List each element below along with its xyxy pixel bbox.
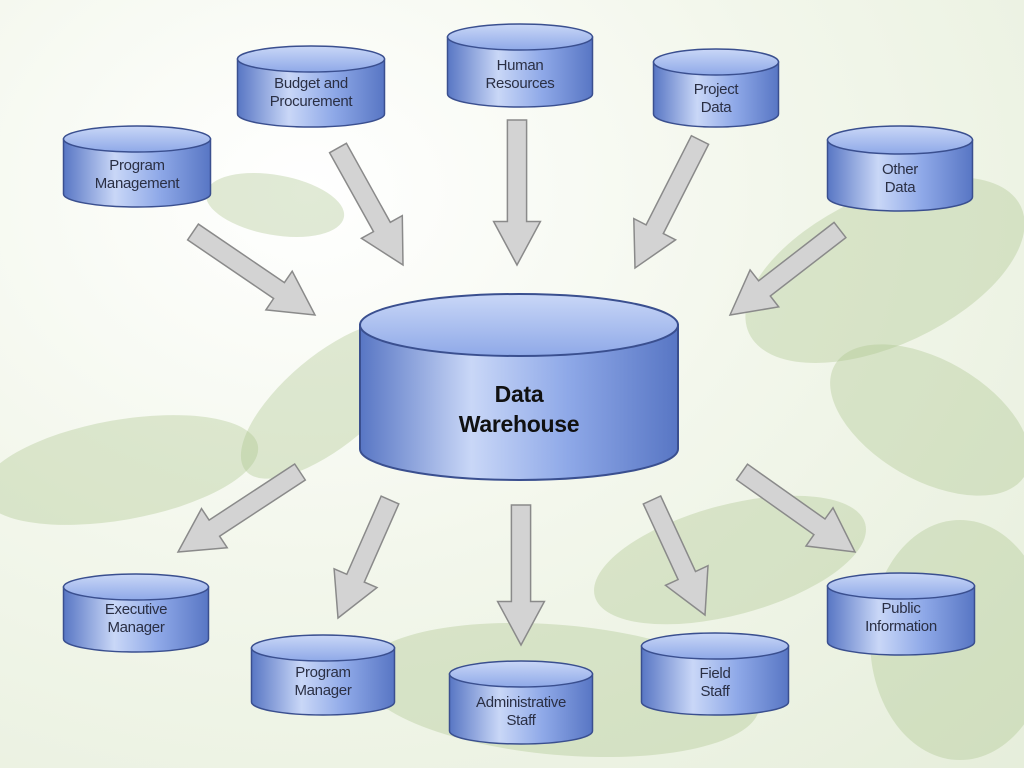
public-information-label: Public Information [865, 600, 937, 635]
data-warehouse-cylinder: Data Warehouse [358, 293, 680, 481]
budget-and-procurement-label: Budget and Procurement [269, 75, 353, 110]
arrow-program-management-to-warehouse [186, 223, 317, 316]
executive-manager-label: Executive Manager [104, 601, 168, 636]
background-leaf [0, 415, 259, 525]
arrow-warehouse-to-program-manager [333, 495, 400, 620]
administrative-staff-label: Administrative Staff [476, 694, 566, 729]
cylinder-body [359, 324, 679, 481]
arrow-human-resources-to-warehouse [492, 119, 542, 267]
background-leaf [205, 173, 345, 237]
cylinder-shape [62, 573, 210, 653]
arrow-other-data-to-warehouse [728, 221, 847, 316]
cylinder-top [359, 293, 679, 357]
arrow-warehouse-to-executive-manager [176, 462, 307, 553]
cylinder-body [826, 585, 976, 656]
program-manager-cylinder: Program Manager [250, 634, 396, 716]
arrow-warehouse-to-public-information [735, 463, 857, 553]
cylinder-top [640, 632, 790, 660]
cylinder-shape [826, 125, 974, 212]
background-leaf [745, 177, 1024, 363]
cylinder-top [448, 660, 594, 688]
field-staff-cylinder: Field Staff [640, 632, 790, 716]
cylinder-shape [448, 660, 594, 745]
cylinder-shape [359, 293, 679, 481]
other-data-label: Other Data [881, 161, 918, 196]
administrative-staff-cylinder: Administrative Staff [448, 660, 594, 745]
arrow-warehouse-to-field-staff [642, 495, 709, 617]
field-staff-label: Field Staff [699, 665, 731, 700]
cylinder-shape [640, 632, 790, 716]
arrow-budget-to-warehouse [328, 142, 404, 267]
cylinder-shape [652, 48, 780, 128]
cylinder-body [62, 586, 210, 653]
cylinder-shape [236, 45, 386, 128]
arrow-project-data-to-warehouse [633, 134, 710, 270]
cylinder-shape [826, 572, 976, 656]
cylinder-top [62, 573, 210, 601]
executive-manager-cylinder: Executive Manager [62, 573, 210, 653]
cylinder-body [826, 139, 974, 212]
background-leaf [830, 344, 1024, 496]
cylinder-shape [250, 634, 396, 716]
cylinder-body [250, 647, 396, 716]
cylinder-top [826, 572, 976, 600]
project-data-label: Project Data [693, 81, 739, 116]
cylinder-body [448, 673, 594, 745]
human-resources-label: Human Resources [485, 57, 555, 92]
cylinder-top [446, 23, 594, 51]
project-data-cylinder: Project Data [652, 48, 780, 128]
other-data-cylinder: Other Data [826, 125, 974, 212]
cylinder-body [640, 645, 790, 716]
data-warehouse-label: Data Warehouse [458, 381, 580, 437]
public-information-cylinder: Public Information [826, 572, 976, 656]
arrow-warehouse-to-administrative-staff [496, 504, 546, 647]
human-resources-cylinder: Human Resources [446, 23, 594, 108]
cylinder-body [62, 138, 212, 208]
cylinder-body [652, 61, 780, 128]
cylinder-shape [62, 125, 212, 208]
cylinder-body [236, 58, 386, 128]
cylinder-top [236, 45, 386, 73]
cylinder-top [62, 125, 212, 153]
cylinder-shape [446, 23, 594, 108]
program-management-cylinder: Program Management [62, 125, 212, 208]
cylinder-top [826, 125, 974, 155]
cylinder-body [446, 36, 594, 108]
budget-and-procurement-cylinder: Budget and Procurement [236, 45, 386, 128]
program-manager-label: Program Manager [294, 664, 352, 699]
program-management-label: Program Management [94, 157, 180, 192]
cylinder-top [250, 634, 396, 662]
cylinder-top [652, 48, 780, 76]
